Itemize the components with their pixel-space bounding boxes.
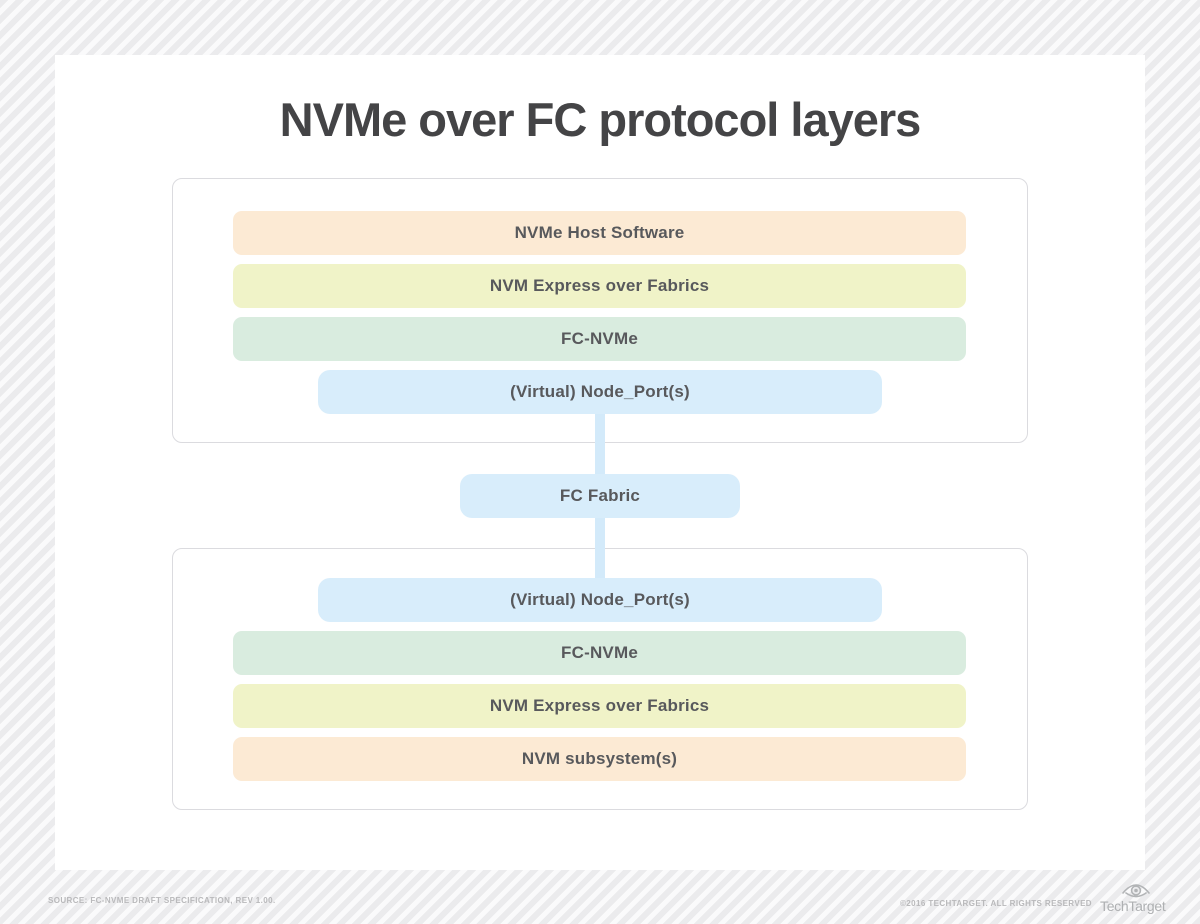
layer-fc-fabric: FC Fabric — [460, 474, 740, 518]
page-title: NVMe over FC protocol layers — [279, 93, 922, 146]
techtarget-logo: TechTarget — [1100, 880, 1166, 914]
layer-fc-nvme-target: FC-NVMe — [233, 631, 966, 675]
layer-fc-nvme-host: FC-NVMe — [233, 317, 966, 361]
source-credit: SOURCE: FC-NVME DRAFT SPECIFICATION, REV… — [48, 896, 276, 905]
layer-virtual-node-ports-host: (Virtual) Node_Port(s) — [318, 370, 882, 414]
brand-wordmark: TechTarget — [1100, 898, 1166, 914]
layer-nvme-host-software: NVMe Host Software — [233, 211, 966, 255]
layer-nvm-subsystems: NVM subsystem(s) — [233, 737, 966, 781]
layer-nvm-express-over-fabrics-host: NVM Express over Fabrics — [233, 264, 966, 308]
layer-nvm-express-over-fabrics-target: NVM Express over Fabrics — [233, 684, 966, 728]
eye-target-icon — [1122, 884, 1150, 898]
footer-right: ©2016 TECHTARGET. ALL RIGHTS RESERVED Te… — [900, 880, 1166, 914]
copyright-text: ©2016 TECHTARGET. ALL RIGHTS RESERVED — [900, 899, 1092, 908]
layer-virtual-node-ports-target: (Virtual) Node_Port(s) — [318, 578, 882, 622]
